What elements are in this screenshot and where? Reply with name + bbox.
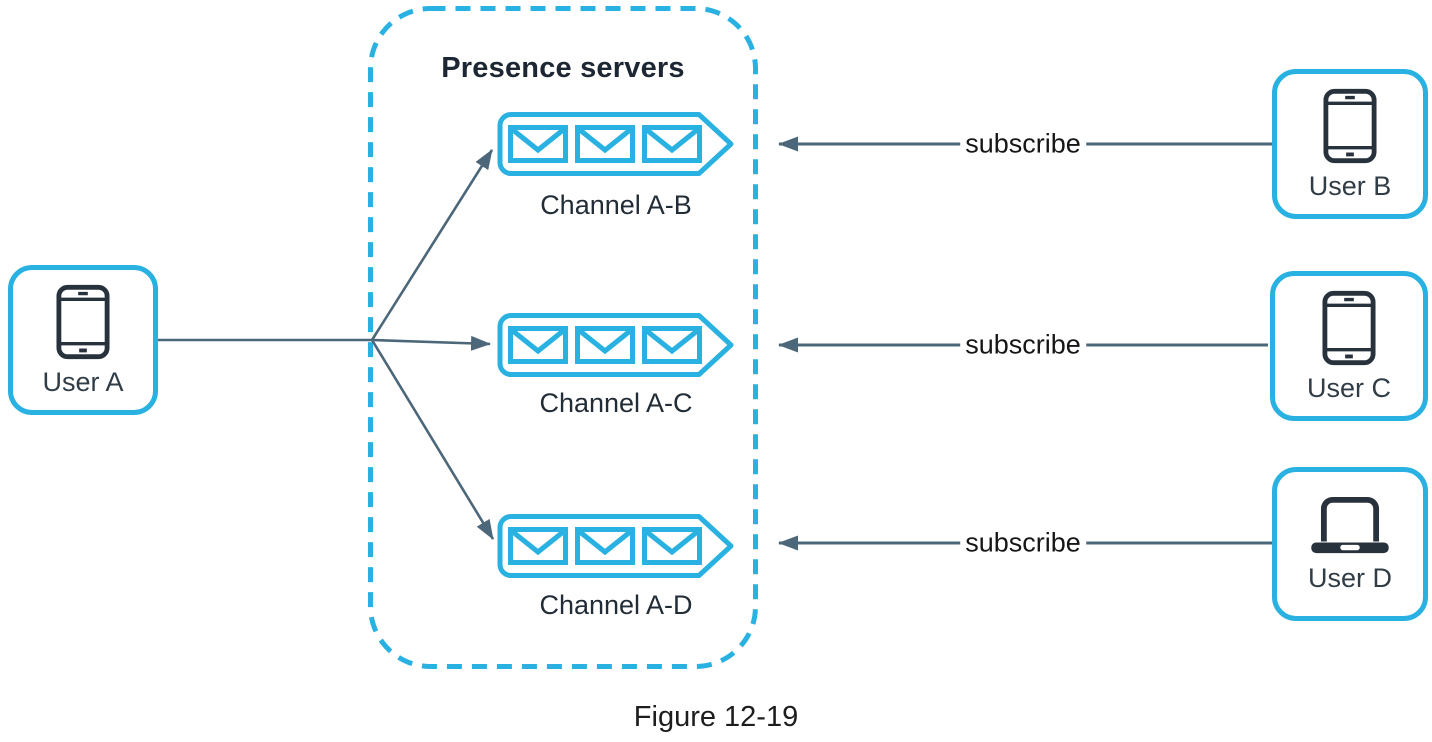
smartphone-icon: [56, 284, 110, 360]
smartphone-icon: [1323, 88, 1377, 164]
user-a-label: User A: [42, 367, 124, 397]
presence-servers-container-border: [368, 6, 758, 669]
user-c-label: User C: [1306, 373, 1391, 403]
envelope-icon: [508, 527, 568, 565]
channel-ad-queue-icon: [497, 514, 734, 578]
edge-usera-channel-ac: [371, 335, 491, 351]
envelope-icon: [575, 326, 635, 364]
edge-usera-channel-ad: [370, 339, 495, 540]
presence-servers-title: Presence servers: [441, 52, 685, 84]
smartphone-icon: [1322, 290, 1376, 366]
envelope-icon: [508, 125, 568, 163]
user-a-node: User A: [8, 265, 158, 415]
edge-usera-channel-ab: [370, 149, 494, 341]
user-d-label: User D: [1307, 563, 1392, 593]
envelope-icon: [642, 125, 702, 163]
figure-caption: Figure 12-19: [633, 701, 799, 733]
subscribe-label-d: subscribe: [960, 527, 1086, 559]
user-d-node: User D: [1272, 467, 1428, 621]
envelope-icon: [642, 527, 702, 565]
channel-ac-queue-icon: [497, 313, 734, 377]
envelope-icon: [642, 326, 702, 364]
channel-ab-queue-icon: [497, 112, 734, 176]
envelope-icon: [575, 527, 635, 565]
user-c-node: User C: [1270, 271, 1428, 421]
subscribe-label-b: subscribe: [960, 128, 1086, 160]
envelope-icon: [575, 125, 635, 163]
user-b-node: User B: [1272, 69, 1428, 219]
channel-ac-label: Channel A-C: [539, 388, 693, 418]
laptop-icon: [1309, 496, 1391, 556]
envelope-icon: [508, 326, 568, 364]
user-b-label: User B: [1308, 171, 1392, 201]
channel-ab-label: Channel A-B: [540, 190, 692, 220]
subscribe-label-c: subscribe: [960, 329, 1086, 361]
channel-ad-label: Channel A-D: [539, 590, 693, 620]
